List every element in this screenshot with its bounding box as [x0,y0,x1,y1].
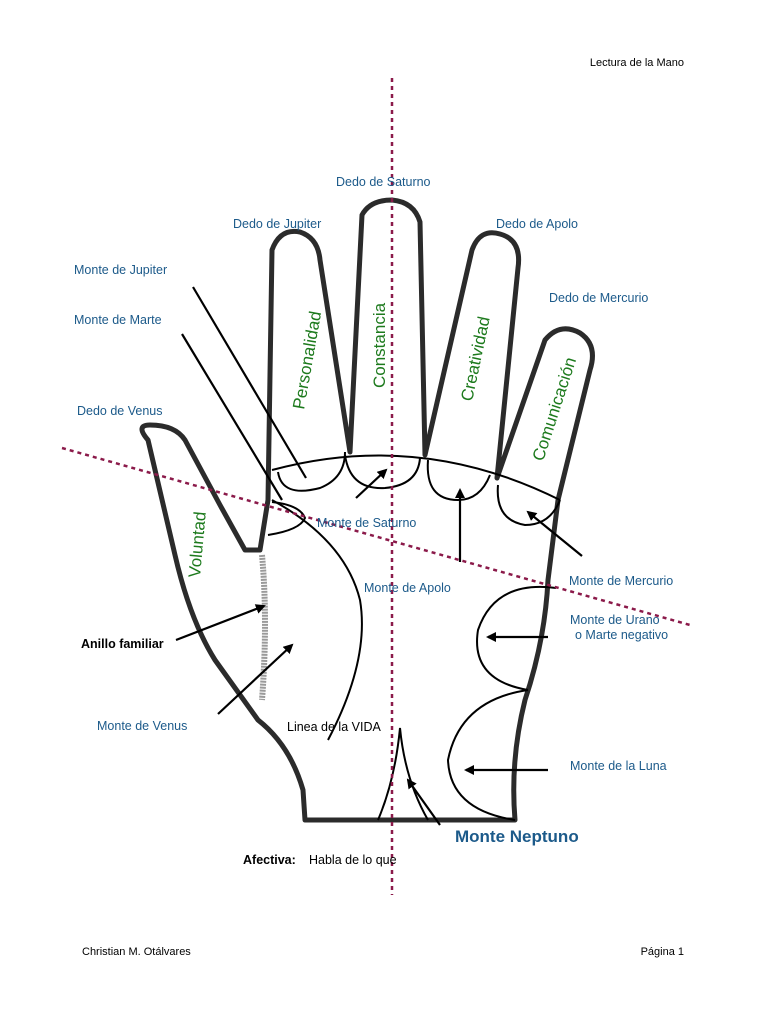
arrow-monte-mercurio [526,510,583,557]
arrow-monte-saturno [355,468,388,499]
trait-creatividad: Creatividad [457,315,493,403]
label-monte-jupiter: Monte de Jupiter [74,263,167,277]
footer-author: Christian M. Otálvares [82,946,191,958]
diagonal-axis-dotted [61,446,691,627]
page-header-title: Lectura de la Mano [589,57,684,69]
label-monte-apolo: Monte de Apolo [364,581,451,595]
footer-page-number: Página 1 [640,946,684,958]
monte-jupiter-arc [277,451,346,492]
label-monte-saturno: Monte de Saturno [317,516,416,530]
trait-constancia: Constancia [370,302,389,388]
label-monte-urano-2: o Marte negativo [575,628,668,642]
label-monte-luna: Monte de la Luna [570,759,667,773]
monte-neptuno-cusp [377,727,429,821]
label-dedo-mercurio: Dedo de Mercurio [549,291,648,305]
monte-luna-curve [446,689,529,821]
trait-personalidad: Personalidad [289,310,325,411]
monte-saturno-arc [344,454,421,490]
arrow-monte-jupiter [192,286,307,479]
arrow-anillo-familiar [175,604,266,642]
arrow-monte-marte [181,333,283,501]
label-dedo-jupiter: Dedo de Jupiter [233,217,321,231]
family-ring [259,554,268,701]
label-linea-vida: Linea de la VIDA [287,720,381,734]
label-dedo-venus: Dedo de Venus [77,404,163,418]
label-afectiva-bold: Afectiva: [243,853,296,867]
life-line [271,499,363,741]
palm-top-crease [271,454,561,501]
label-monte-mercurio: Monte de Mercurio [569,574,673,588]
label-afectiva-text: Habla de lo que [309,853,397,867]
label-anillo-familiar: Anillo familiar [81,637,164,651]
monte-mercurio-arc [496,484,561,527]
arrow-monte-venus [217,643,294,715]
arrow-monte-neptuno [406,778,441,826]
label-monte-neptuno: Monte Neptuno [455,827,579,846]
label-monte-marte: Monte de Marte [74,313,162,327]
trait-voluntad: Voluntad [185,511,210,579]
label-dedo-apolo: Dedo de Apolo [496,217,578,231]
monte-apolo-arc [426,459,491,502]
label-monte-urano-1: Monte de Urano [570,613,660,627]
label-monte-venus: Monte de Venus [97,719,187,733]
monte-urano-curve [476,586,557,691]
label-dedo-saturno: Dedo de Saturno [336,175,431,189]
monte-marte-arc [267,501,307,536]
